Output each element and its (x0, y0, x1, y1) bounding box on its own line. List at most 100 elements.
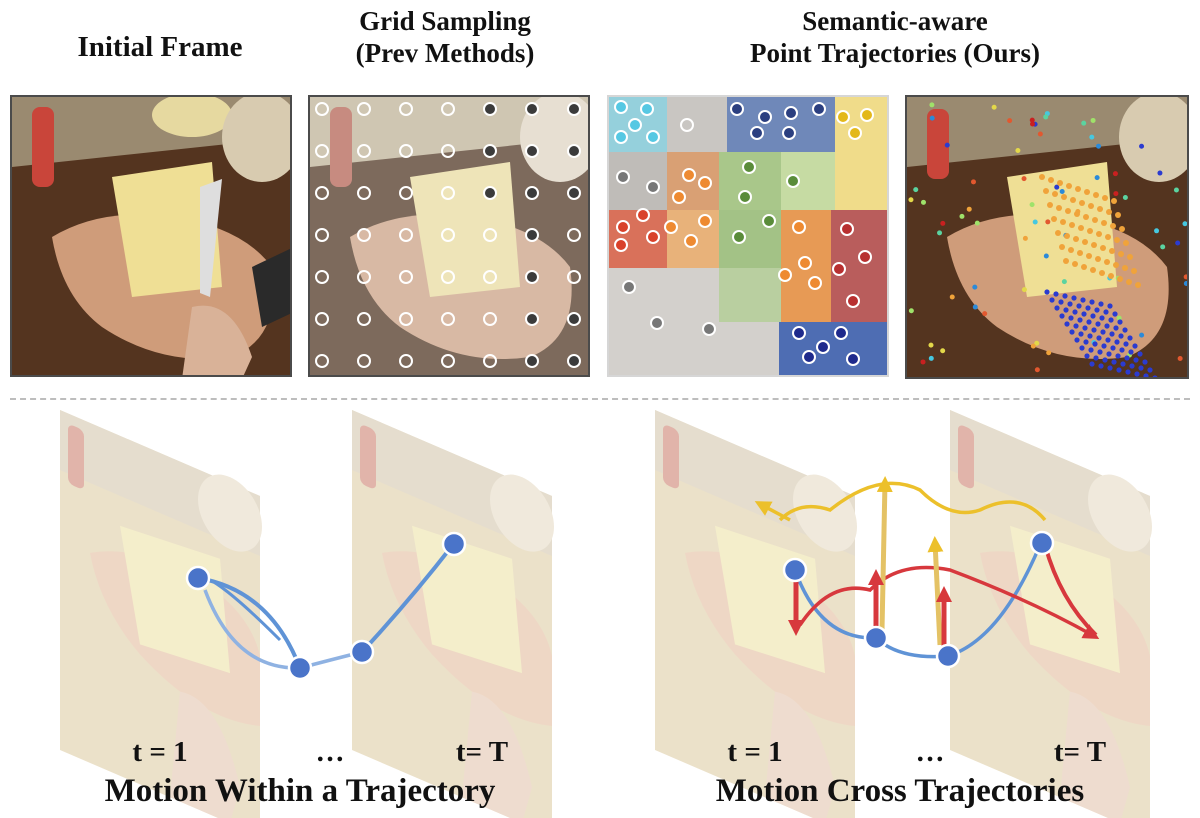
grid-point (483, 312, 497, 326)
trajectory-mark (1086, 319, 1092, 325)
grid-point (483, 186, 497, 200)
grid-sampling-illustration (310, 97, 588, 375)
cluster-point (664, 220, 678, 234)
trajectory-mark (1044, 289, 1050, 295)
cluster-point (698, 176, 712, 190)
trajectory-mark (928, 342, 934, 348)
cluster-point (860, 108, 874, 122)
trajectory-mark (1113, 191, 1119, 197)
left-t-start-label: t = 1 (132, 736, 188, 768)
cluster-point (636, 208, 650, 222)
cluster-point (616, 170, 630, 184)
right-caption: Motion Cross Trajectories (715, 773, 1085, 809)
cluster-point (738, 190, 752, 204)
trajectory-mark (1087, 228, 1093, 234)
trajectory-mark (1111, 198, 1117, 204)
grid-point (525, 354, 539, 368)
trajectory-mark (1097, 349, 1103, 355)
trajectory-mark (1105, 234, 1111, 240)
cluster-point (682, 168, 696, 182)
grid-point (567, 354, 581, 368)
trajectory-mark (1084, 189, 1090, 195)
trajectory-mark (1098, 363, 1104, 369)
trajectory-mark (1183, 280, 1187, 286)
trajectory-mark (1046, 350, 1052, 356)
trajectory-mark (1069, 329, 1075, 335)
trajectory-mark (1173, 187, 1179, 193)
trajectory-mark (1097, 206, 1103, 212)
trajectory-mark (1101, 220, 1107, 226)
trajectory-mark (1110, 223, 1116, 229)
trajectory-mark (966, 206, 972, 212)
trajectory-mark (1039, 174, 1045, 180)
trajectory-mark (1122, 327, 1128, 333)
trajectory-mark (1076, 303, 1082, 309)
grid-point (315, 186, 329, 200)
grid-point (525, 228, 539, 242)
cluster-point (742, 160, 756, 174)
grid-point (483, 228, 497, 242)
trajectory-mark (1099, 315, 1105, 321)
trajectory-mark (1059, 189, 1065, 195)
cluster-point (812, 102, 826, 116)
cluster-point (808, 276, 822, 290)
trajectory-mark (1045, 219, 1051, 225)
grid-point (441, 312, 455, 326)
trajectory-mark (1123, 341, 1129, 347)
cluster-point (834, 326, 848, 340)
trajectory-mark (1078, 225, 1084, 231)
trajectory-mark (940, 220, 946, 226)
cluster-point (792, 326, 806, 340)
point-trajectory-illustration (907, 97, 1187, 377)
grid-point (483, 102, 497, 116)
trajectory-mark (1022, 235, 1028, 241)
trajectory-mark (1078, 331, 1084, 337)
trajectory-mark (1087, 333, 1093, 339)
trajectory-mark (1132, 343, 1138, 349)
left-t-end-label: t= T (455, 736, 509, 768)
grid-point (399, 312, 413, 326)
grid-point (315, 270, 329, 284)
grid-point (357, 354, 371, 368)
grid-point (357, 144, 371, 158)
cluster-point (778, 268, 792, 282)
trajectory-mark (1073, 236, 1079, 242)
cluster-point (816, 340, 830, 354)
initial-frame-title: Initial Frame (77, 31, 243, 63)
grid-point (315, 144, 329, 158)
cross-point-t1 (782, 557, 808, 583)
trajectory-mark (1110, 345, 1116, 351)
trajectory-mark (1032, 219, 1038, 225)
cluster-point (846, 294, 860, 308)
trajectory-mark (1071, 295, 1077, 301)
trajectory-mark (1090, 117, 1096, 123)
grid-point (399, 102, 413, 116)
trajectory-mark (1182, 221, 1187, 227)
trajectory-mark (1154, 228, 1160, 234)
trajectory-mark (1092, 341, 1098, 347)
trajectory-point-mid1 (287, 655, 313, 681)
trajectory-mark (972, 304, 978, 310)
trajectory-mark (1118, 333, 1124, 339)
trajectory-mark (1091, 242, 1097, 248)
grid-point (567, 144, 581, 158)
trajectory-mark (1058, 299, 1064, 305)
trajectory-mark (991, 104, 997, 110)
trajectory-mark (1175, 240, 1181, 246)
grid-point (315, 354, 329, 368)
cluster-point (784, 106, 798, 120)
grid-point (441, 102, 455, 116)
trajectory-mark (1104, 323, 1110, 329)
trajectory-mark (928, 355, 934, 361)
trajectory-mark (1115, 212, 1121, 218)
trajectory-mark (1029, 202, 1035, 208)
trajectory-mark (1043, 253, 1049, 259)
cross-red-path (798, 565, 1100, 639)
trajectory-mark (974, 220, 980, 226)
trajectory-mark (1030, 343, 1036, 349)
cross-yellow-arrow-2 (927, 536, 944, 646)
trajectory-mark (1137, 351, 1143, 357)
cluster-point (650, 316, 664, 330)
initial-frame-image (10, 95, 292, 377)
trajectory-mark (1070, 197, 1076, 203)
